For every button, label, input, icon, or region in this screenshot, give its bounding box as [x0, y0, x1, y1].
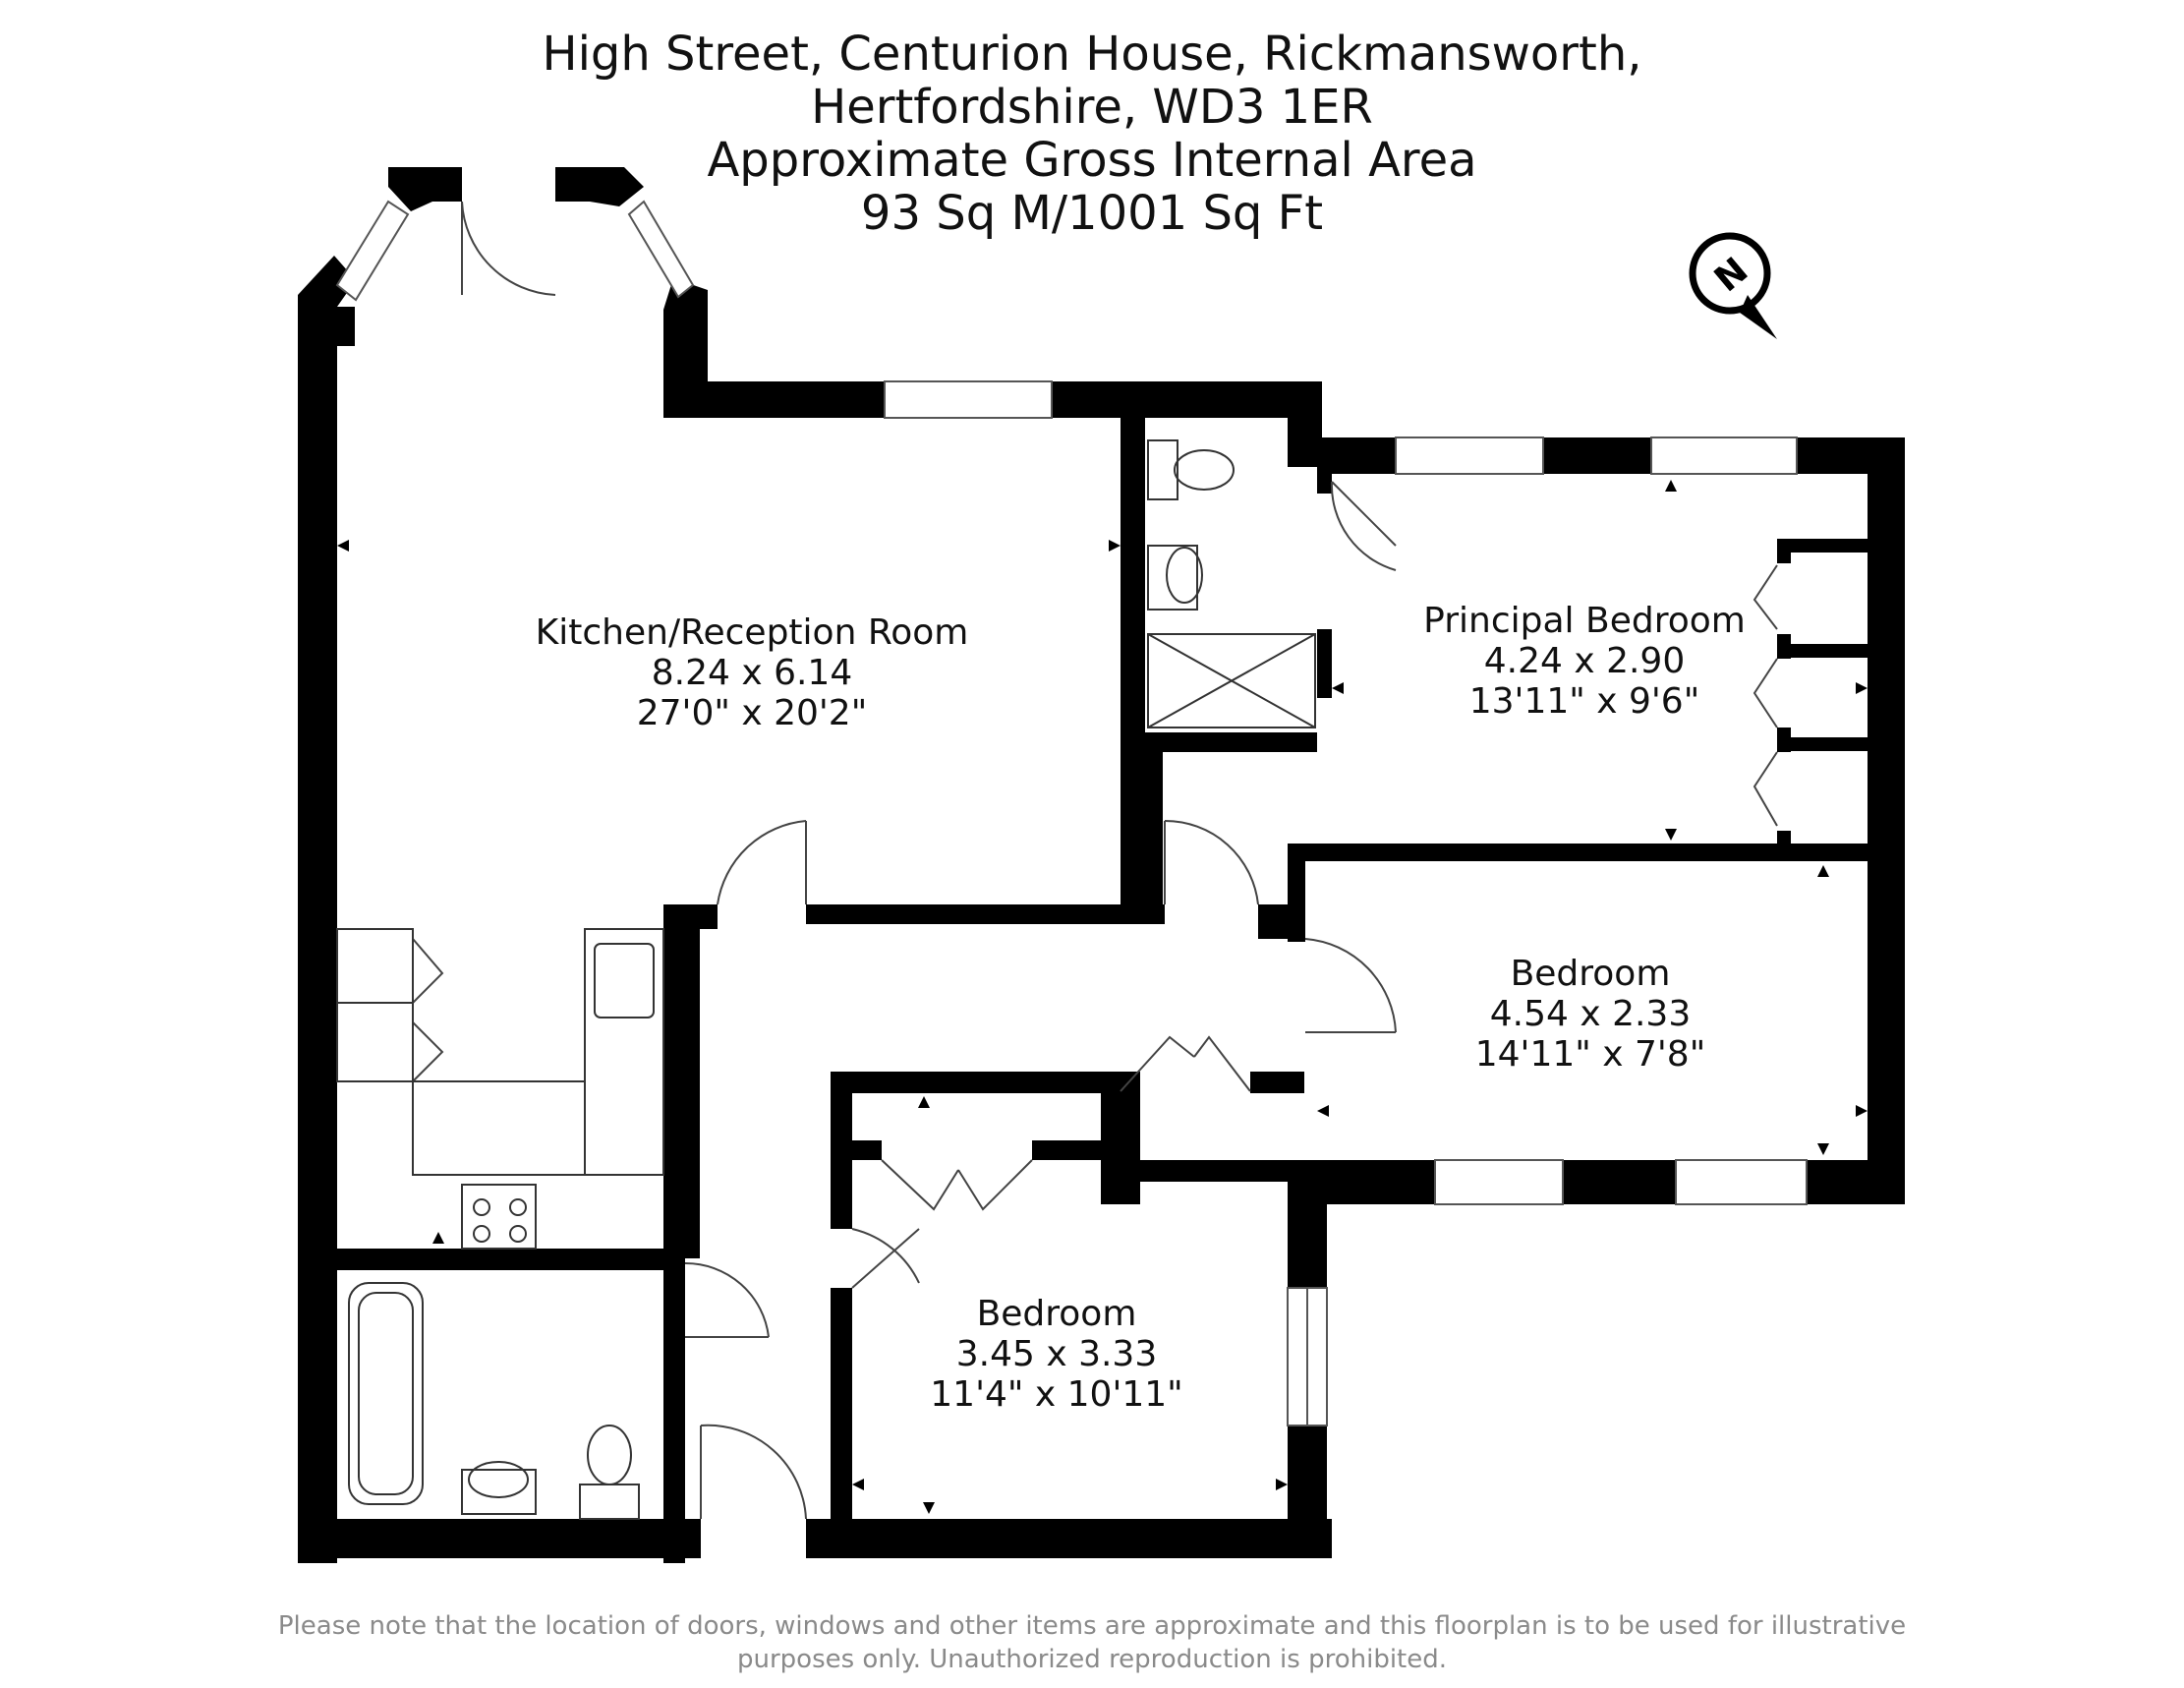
room-metric: 8.24 x 6.14	[651, 653, 853, 693]
area-title: Approximate Gross Internal Area	[707, 133, 1477, 188]
windows	[335, 200, 1808, 1426]
dimension-markers	[337, 480, 1868, 1514]
room-imperial: 11'4" x 10'11"	[930, 1374, 1183, 1415]
disclaimer-line-1: Please note that the location of doors, …	[277, 1611, 1907, 1641]
room-metric: 3.45 x 3.33	[955, 1334, 1158, 1374]
walls	[298, 167, 1905, 1563]
area-value: 93 Sq M/1001 Sq Ft	[860, 186, 1324, 241]
room-name: Kitchen/Reception Room	[535, 612, 969, 653]
address-line-1: High Street, Centurion House, Rickmanswo…	[542, 27, 1642, 82]
room-imperial: 27'0" x 20'2"	[636, 693, 868, 733]
room-metric: 4.24 x 2.90	[1483, 641, 1686, 681]
room-name: Bedroom	[976, 1294, 1137, 1334]
room-principal-bedroom: Principal Bedroom 4.24 x 2.90 13'11" x 9…	[1423, 601, 1746, 722]
doors	[412, 201, 1778, 1520]
compass-letter: N	[1707, 251, 1755, 301]
room-name: Principal Bedroom	[1423, 601, 1746, 641]
room-kitchen-reception: Kitchen/Reception Room 8.24 x 6.14 27'0"…	[536, 612, 969, 733]
address-line-2: Hertfordshire, WD3 1ER	[811, 80, 1373, 135]
disclaimer-line-2: purposes only. Unauthorized reproduction…	[736, 1645, 1448, 1674]
fixtures	[336, 439, 1316, 1520]
room-imperial: 13'11" x 9'6"	[1468, 681, 1700, 722]
room-name: Bedroom	[1510, 954, 1671, 994]
room-bedroom-3: Bedroom 3.45 x 3.33 11'4" x 10'11"	[930, 1294, 1182, 1415]
plan-header: High Street, Centurion House, Rickmanswo…	[0, 28, 2184, 240]
room-bedroom-2: Bedroom 4.54 x 2.33 14'11" x 7'8"	[1475, 954, 1706, 1075]
room-imperial: 14'11" x 7'8"	[1474, 1034, 1706, 1075]
disclaimer: Please note that the location of doors, …	[0, 1609, 2184, 1676]
compass-icon: N	[1689, 232, 1777, 339]
room-metric: 4.54 x 2.33	[1489, 994, 1692, 1034]
